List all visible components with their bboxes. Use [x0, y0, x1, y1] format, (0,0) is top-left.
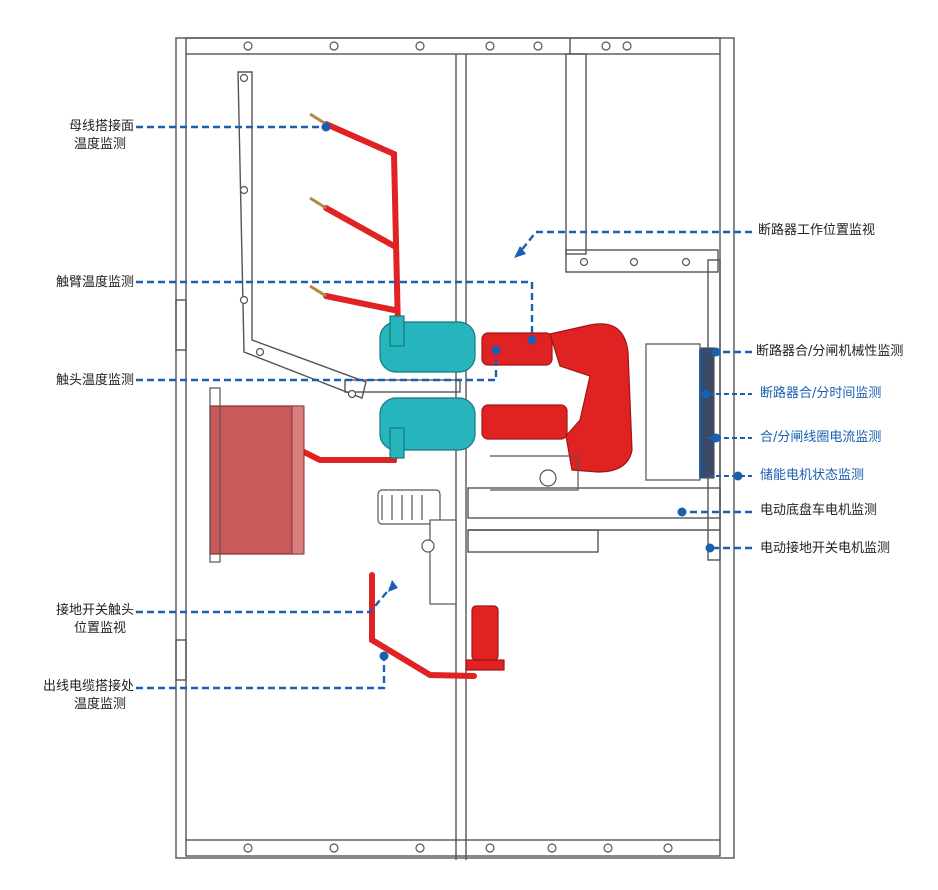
secondary-box	[209, 387, 305, 563]
label-earth-motor: 电动接地开关电机监测	[760, 541, 891, 556]
cabinet-frame	[175, 37, 735, 860]
label-contact-temp: 触头温度监测	[55, 373, 134, 388]
label-earth-switch-pos-1: 接地开关触头	[55, 603, 134, 618]
label-breaker-position: 断路器工作位置监视	[758, 223, 876, 238]
breaker-arm	[481, 323, 633, 473]
frame-bolts	[239, 41, 691, 853]
label-coil-current: 合/分闸线圈电流监测	[760, 430, 882, 445]
insulators	[379, 315, 476, 459]
label-arm-temp: 触臂温度监测	[55, 275, 134, 290]
label-chassis-motor: 电动底盘车电机监测	[760, 503, 878, 518]
callout-ticks	[708, 393, 752, 477]
earth-insulator	[465, 605, 505, 671]
callout-arrows	[388, 246, 526, 592]
label-busbar-joint-1: 母线搭接面	[68, 119, 134, 134]
label-cable-joint-1: 出线电缆搭接处	[42, 679, 134, 694]
label-motor-status: 储能电机状态监测	[760, 468, 865, 483]
busbar-tips	[309, 112, 327, 298]
label-earth-switch-pos-2: 位置监视	[73, 621, 126, 636]
callouts	[136, 125, 752, 690]
label-cable-joint-2: 温度监测	[73, 697, 126, 712]
callout-dots	[321, 122, 743, 661]
label-mech-characteristics: 断路器合/分闸机械性监测	[756, 344, 904, 359]
label-busbar-joint-2: 温度监测	[73, 137, 126, 152]
earth-switch	[377, 489, 457, 605]
label-open-close-time: 断路器合/分时间监测	[760, 386, 882, 401]
